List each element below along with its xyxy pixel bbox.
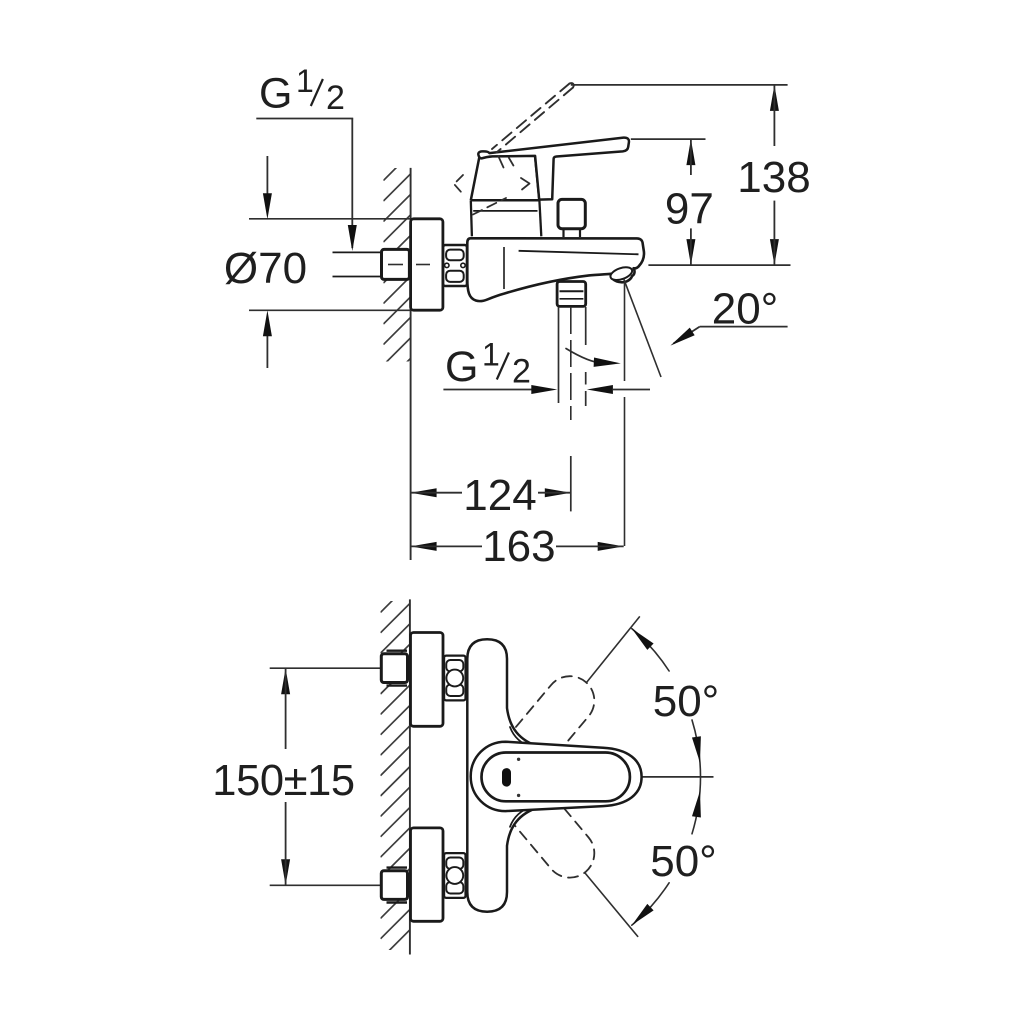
svg-text:124: 124 — [463, 471, 536, 520]
svg-text:138: 138 — [737, 153, 810, 202]
svg-text:1: 1 — [296, 63, 314, 99]
svg-text:163: 163 — [482, 522, 555, 571]
svg-text:2: 2 — [326, 79, 345, 117]
svg-text:2: 2 — [512, 353, 531, 391]
svg-text:97: 97 — [665, 185, 714, 234]
svg-text:1: 1 — [482, 337, 500, 373]
svg-text:50°: 50° — [650, 837, 717, 886]
svg-text:G: G — [259, 70, 292, 118]
svg-text:20°: 20° — [712, 285, 779, 334]
svg-text:G: G — [445, 343, 478, 391]
svg-text:Ø70: Ø70 — [224, 244, 307, 293]
svg-text:50°: 50° — [653, 677, 720, 726]
svg-text:150±15: 150±15 — [212, 757, 354, 805]
